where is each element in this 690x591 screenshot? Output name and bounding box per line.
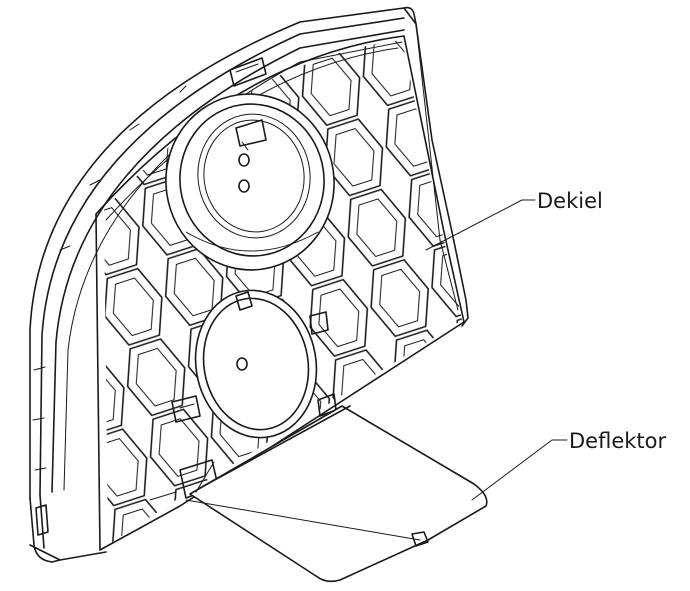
leader-line-dekiel — [425, 199, 536, 251]
deflector-flap — [185, 405, 488, 583]
leader-line-deflektor — [471, 439, 568, 501]
upper-fan-disc — [165, 93, 335, 271]
label-deflektor: Deflektor — [569, 429, 666, 453]
label-dekiel: Dekiel — [537, 189, 603, 213]
cover-frame — [29, 6, 469, 563]
lower-fan-disc — [171, 289, 337, 439]
